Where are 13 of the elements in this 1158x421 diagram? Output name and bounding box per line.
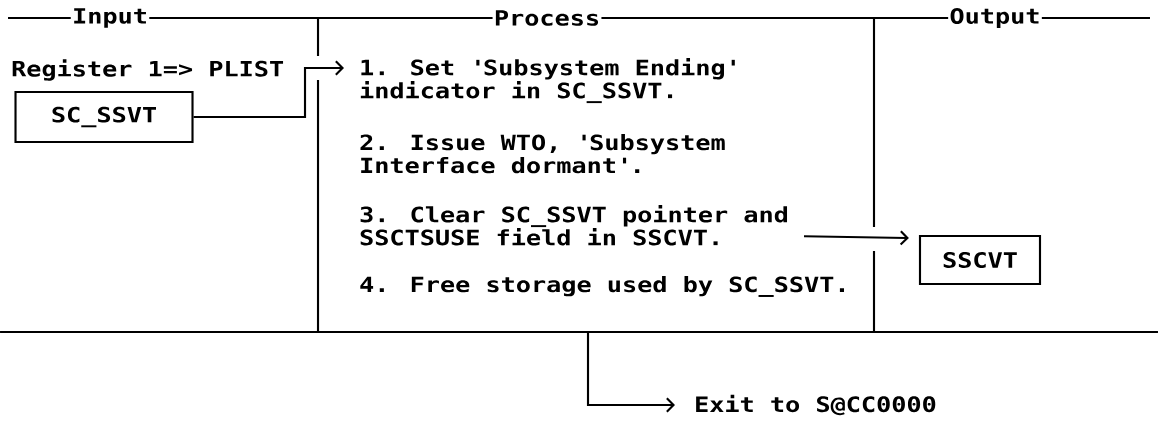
exit-text: Exit to S@CC0000 [696, 394, 936, 416]
process-step: 4. Free storage used by SC_SSVT. [360, 276, 844, 297]
data-area-box: SSCVT [918, 234, 1042, 286]
process-step: 1. Set 'Subsystem Ending' indicator in SC_SSVT. [360, 58, 735, 104]
column-header: Input [70, 6, 150, 30]
column-header: Process [492, 8, 602, 28]
column-header: Output [948, 6, 1042, 30]
arrow [804, 230, 909, 246]
arrow [586, 332, 675, 413]
process-step: 3. Clear SC_SSVT pointer and SSCTSUSE field in SSCVT. [360, 205, 787, 246]
arrow [193, 60, 344, 119]
data-area-box: SC_SSVT [14, 90, 194, 144]
process-step: 2. Issue WTO, 'Subsystem Interface dormant'. [360, 134, 725, 174]
